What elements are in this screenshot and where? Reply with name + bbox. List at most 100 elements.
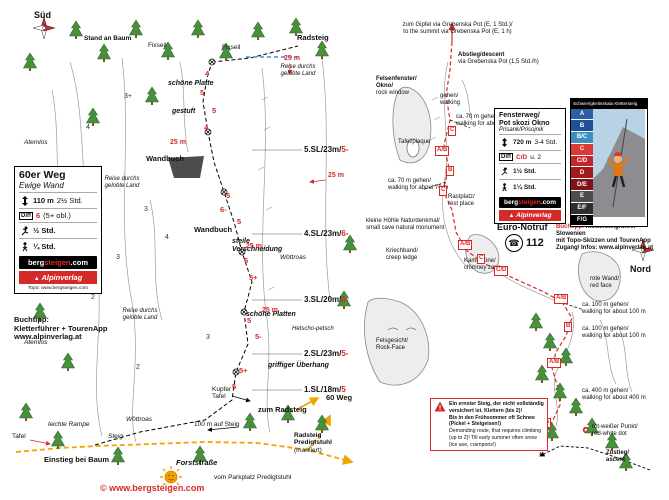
vf-length: 720 m: [513, 139, 532, 147]
label-atemlos-1: Atemlos: [24, 139, 48, 146]
label-line: Rock-Face: [376, 344, 406, 351]
vf-grade-marker: A/B: [554, 294, 569, 304]
sun-icon: [160, 466, 182, 488]
vf-grade-marker: A/B: [458, 240, 473, 250]
label-kupfer-tafel: Kupfer Tafel: [212, 386, 231, 401]
rope-length-label: 25 m: [328, 172, 344, 179]
label-line: Felsgesicht/: [376, 338, 409, 344]
approach-trail: [15, 397, 354, 465]
alpinverlag-logo: ▲ Alpinverlag: [499, 210, 561, 222]
label-reise-3: Reise durchs gelobte Land: [122, 308, 158, 321]
pitch-text: 4.SL/23m/: [304, 229, 342, 238]
label-forststrasse: Forststraße: [176, 458, 218, 467]
label-reise-1: Reise durchs gelobte Land: [280, 64, 316, 77]
rope-length-label: 25 m: [170, 139, 186, 146]
vf-grade-marker: C: [439, 186, 448, 196]
route-grade: 4: [205, 69, 210, 78]
label-line: zum Gipfel via Grebenska Pot (E, 1 Std.)…: [402, 22, 513, 28]
label-line: gehen/: [440, 93, 459, 99]
rock-window-hole: [406, 138, 420, 158]
warning-line: versichert ist. Klettern (bis 2)!: [449, 407, 523, 414]
rope-length-label: 25 m: [262, 307, 278, 314]
label-line: Radsteig: [294, 432, 322, 439]
label-line: ca. 100 m gehen/: [582, 302, 629, 308]
label-line: kleine Höhle Naturdenkmal/: [366, 218, 440, 224]
logo-text: steigen: [518, 199, 541, 207]
scale-row: B/C: [571, 132, 593, 144]
label-line: steile: [232, 238, 250, 245]
svg-text:!: !: [439, 405, 441, 412]
info-row-walk-time: 1¼ Std.: [499, 179, 561, 195]
label-felsenfenster: Felsenfenster/ Okno/ rock window: [376, 76, 417, 97]
label-descent: Abstieg/descent via Grebenska Pot (1,5 S…: [458, 52, 539, 66]
logo-text: .com: [70, 258, 89, 268]
pitch-lines: [252, 149, 302, 391]
scale-row: C: [571, 143, 593, 156]
scale-row: E/F: [571, 202, 593, 215]
route-grade: 5: [232, 382, 237, 391]
label-line: via Grebenska Pot (1,5 Std./h): [458, 58, 539, 65]
label-line: chimney zone: [464, 264, 502, 271]
terrain-grade: 3+: [124, 93, 132, 100]
warning-line: Demanding route, that requires climbing: [449, 428, 541, 434]
pitch-label-1: 1.SL/18m/5: [304, 385, 346, 394]
label-rote-wand: rote Wand/ red face: [590, 276, 619, 290]
label-tafel: Tafel: [12, 433, 26, 440]
label-line: red-white dot: [592, 430, 627, 437]
scale-row: E: [571, 191, 593, 203]
logo-text: berg: [503, 199, 519, 207]
info-row-walk-time: ¼ Std.: [19, 238, 97, 254]
label-wandbuch-2: Wandbuch: [194, 225, 233, 234]
route-grade: 5: [212, 106, 217, 115]
label-line: ca. 70 m gehen/: [388, 178, 432, 184]
warning-line: Bis in den Frühsommer oft Schnee: [449, 414, 535, 421]
label-ca100-2: ca. 100 m gehen/ walking for about 100 m: [582, 326, 646, 340]
label-schoene-platte: schöne Platte: [168, 80, 214, 87]
pitch-text: 2.SL/23m/: [304, 349, 342, 358]
rope-length-label: 25 m: [284, 55, 300, 62]
rock-window-outline: [392, 86, 432, 164]
scale-row: B: [571, 120, 593, 133]
label-line: Abstieg/descent: [458, 52, 505, 58]
logo-text: .com: [540, 199, 557, 207]
copyright: © www.bergsteigen.com: [100, 483, 205, 493]
label-kleine-hoehle: kleine Höhle Naturdenkmal/ small cave na…: [366, 218, 444, 232]
walk-time: ¼ Std.: [33, 242, 56, 252]
label-stand-an-baum: Stand an Baum: [84, 35, 132, 42]
label-line: Okno/: [376, 82, 394, 89]
via-ferrata-info-box: Fensterweg/ Pot skozi Okno Prisank/Priso…: [494, 108, 566, 225]
label-gestuft: gestuft: [172, 108, 196, 115]
label-line: Predigtstuhl: [294, 439, 332, 447]
label-line: small cave natural monument: [366, 224, 445, 231]
warning-line: Ein ernster Steig, der nicht vollständig: [449, 401, 544, 407]
difficulty-grade: C/D: [516, 153, 528, 161]
route-grade: 6-: [220, 205, 227, 214]
label-line: Kriechband/: [386, 248, 419, 254]
vf-time: 3-4 Std.: [534, 139, 558, 147]
via-ferrata-route-line: [442, 22, 573, 456]
label-ca70-2: ca. 70 m gehen/ walking for about 70 m: [388, 178, 448, 192]
label-woettroas-2: Wöttroas: [126, 416, 153, 423]
info-row-climb-time: 1½ Std.: [499, 163, 561, 179]
route-grade: 5: [226, 191, 231, 200]
roof-shading: [168, 156, 204, 178]
label-line: ascent: [606, 456, 626, 463]
label-radsteig-predigtstuhl: Radsteig Predigtstuhl (markiert): [294, 432, 332, 454]
difficulty-grade: 6: [36, 211, 41, 221]
label-line: walking for about 100 m: [582, 332, 646, 339]
label-line: ca. 400 m gehen/: [582, 388, 629, 394]
label-griffiger-ueberhang: griffiger Überhang: [268, 362, 329, 369]
vf-title: Fensterweg/: [499, 112, 540, 119]
vf-climb-time: 1½ Std.: [513, 168, 537, 176]
label-line: rot-weißer Punkt/: [592, 424, 638, 430]
terrain-grade: 2: [136, 364, 140, 371]
logo-text: steigen: [44, 258, 71, 268]
label-rastplatz: Rastplatz/ rest place: [448, 194, 475, 208]
label-atemlos-2: Atemlos: [24, 339, 48, 346]
label-zum-radsteig: zum Radsteig: [258, 405, 307, 414]
scale-header: Schwierigkeitsskala Klettersteig: [571, 99, 647, 109]
topo-credit: Topo: www.bergsteigen.com: [28, 286, 88, 292]
label-zustieg: Zustieg/ ascent: [606, 450, 629, 464]
info-row-difficulty: Diff 6 (5+ obl.): [19, 208, 97, 222]
label-hetscho-petsch: Hetscho-petsch: [292, 326, 334, 332]
